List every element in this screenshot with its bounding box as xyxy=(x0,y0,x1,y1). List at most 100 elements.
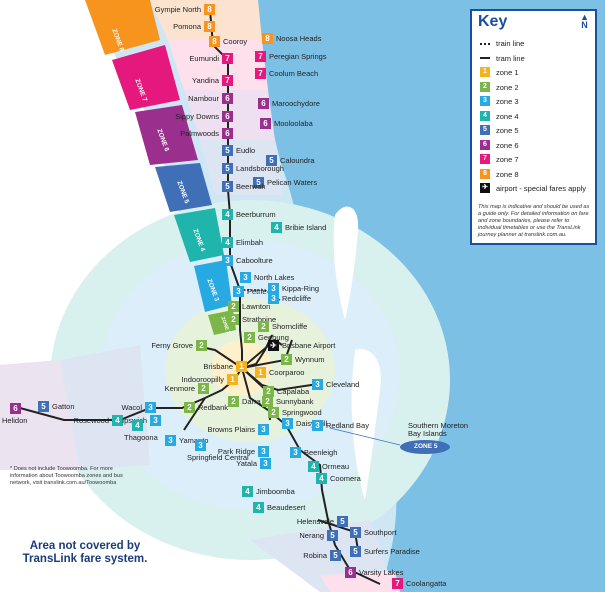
station-label-thagoona: Thagoona xyxy=(124,433,158,442)
zone-badge-coolangatta: 7 xyxy=(392,578,403,589)
zone-badge-sippy-downs: 6 xyxy=(222,111,233,122)
zone-badge-wacol: 3 xyxy=(145,402,156,413)
station-label-elimbah: Elimbah xyxy=(236,238,264,247)
station-label-coomera: Coomera xyxy=(330,474,361,483)
station-label-landsborough: Landsborough xyxy=(236,164,284,173)
station-label-surfers-paradise: Surfers Paradise xyxy=(364,547,420,556)
zone-badge-gatton: 5 xyxy=(38,401,49,412)
station-label-peregian-springs: Peregian Springs xyxy=(269,52,327,61)
north-arrow-icon: ▲N xyxy=(580,12,589,30)
station-label-southport: Southport xyxy=(364,528,397,537)
zone-6-ribbon xyxy=(135,105,198,165)
station-label-browns-plains: Browns Plains xyxy=(207,425,255,434)
station-label-gatton: Gatton xyxy=(52,402,75,411)
zone-badge-redbank: 2 xyxy=(184,402,195,413)
zone-badge-ipswich: 3 xyxy=(150,415,161,426)
zone-badge-helensvale: 5 xyxy=(337,516,348,527)
zone-badge-capalaba: 2 xyxy=(263,386,274,397)
key-item-label: zone 3 xyxy=(496,97,519,106)
zone-badge-surfers-paradise: 5 xyxy=(350,546,361,557)
zone-badge-beerburrum: 4 xyxy=(222,209,233,220)
station-label-darra: Darra xyxy=(242,397,261,406)
zone-swatch: 8 xyxy=(480,168,490,179)
station-label-brisbane: Brisbane xyxy=(203,362,233,371)
station-label-coorparoo: Coorparoo xyxy=(269,368,305,377)
station-label-cooroy: Cooroy xyxy=(223,37,248,46)
zone-6-west xyxy=(0,360,80,470)
zone-badge-landsborough: 5 xyxy=(222,163,233,174)
station-label-noosa-heads: Noosa Heads xyxy=(276,34,322,43)
zone-badge-indooroopilly: 1 xyxy=(227,374,238,385)
tram-line-symbol xyxy=(480,56,490,59)
zone-badge-cleveland: 3 xyxy=(312,379,323,390)
zone-badge-kippa-ring: 3 xyxy=(268,283,279,294)
zone-badge-springwood: 2 xyxy=(268,407,279,418)
airport-icon: ✈ xyxy=(480,183,490,193)
zone-badge-lawnton: 2 xyxy=(228,301,239,312)
key-item-label: zone 1 xyxy=(496,68,519,77)
zone-badge-cooroy: 8 xyxy=(209,36,220,47)
zone-badge-geebung: 2 xyxy=(244,332,255,343)
key-note: This map is indicative and should be use… xyxy=(478,204,590,238)
zone-7-south xyxy=(320,572,400,592)
zone-swatch: 3 xyxy=(480,96,490,106)
zone-badge-maroochydore: 6 xyxy=(258,98,269,109)
zone-badge-yamanto: 3 xyxy=(165,435,176,446)
zone-badge-thagoona: 4 xyxy=(132,420,143,431)
redcliffe-line xyxy=(240,289,281,301)
key-item-label: zone 7 xyxy=(496,155,519,164)
zone-badge-pelican-waters: 5 xyxy=(253,177,264,188)
zone-badge-sunnybank: 2 xyxy=(262,396,273,407)
station-label-brisbane-airport: Brisbane Airport xyxy=(282,341,336,350)
station-label-gympie-north: Gympie North xyxy=(154,5,201,14)
zone-badge-eudlo: 5 xyxy=(222,145,233,156)
zone-badge-brisbane: 1 xyxy=(236,361,247,372)
zone-badge-nambour: 6 xyxy=(222,93,233,104)
station-label-jimboomba: Jimboomba xyxy=(256,487,295,496)
station-label-eumundi: Eumundi xyxy=(189,54,219,63)
station-label-rosewood: Rosewood xyxy=(73,416,109,425)
station-label-cleveland: Cleveland xyxy=(326,380,360,389)
station-label-indooroopilly: Indooroopilly xyxy=(181,375,224,384)
zone-badge-brisbane-airport: ✈ xyxy=(268,340,279,351)
north-stradbroke-island xyxy=(351,349,381,500)
zone-swatch: 4 xyxy=(480,110,490,121)
station-label-wacol: Wacol xyxy=(121,403,142,412)
station-label-sippy-downs: Sippy Downs xyxy=(175,112,219,121)
zone-badge-caboolture: 3 xyxy=(222,255,233,266)
station-label-caloundra: Caloundra xyxy=(280,156,315,165)
islands-pointer xyxy=(329,427,401,446)
station-label-mooloolaba: Mooloolaba xyxy=(274,119,313,128)
station-label-varsity-lakes: Varsity Lakes xyxy=(359,568,404,577)
station-label-wynnum: Wynnum xyxy=(295,355,325,364)
key-item-label: zone 4 xyxy=(496,111,519,121)
zone-swatch: 6 xyxy=(480,139,490,150)
station-label-pelican-waters: Pelican Waters xyxy=(267,178,318,187)
station-label-pomona: Pomona xyxy=(173,22,201,31)
zone-badge-nerang: 5 xyxy=(327,530,338,541)
zone-badge-palmwoods: 6 xyxy=(222,128,233,139)
station-label-robina: Robina xyxy=(303,551,327,560)
zone-badge-southport: 5 xyxy=(350,527,361,538)
zone-8-ribbon xyxy=(85,0,160,55)
key-item-label: tram line xyxy=(496,53,525,63)
zone-swatch: 5 xyxy=(480,125,490,135)
zone-7-band xyxy=(168,40,268,90)
key-item-label: zone 6 xyxy=(496,140,519,150)
station-label-nambour: Nambour xyxy=(188,94,219,103)
zone-badge-petrie: 3 xyxy=(233,286,244,297)
station-label-palmwoods: Palmwoods xyxy=(180,129,219,138)
zone-8-band xyxy=(150,0,262,40)
islands-zone-tag: ZONE 5 xyxy=(414,443,438,450)
station-label-strathpine: Strathpine xyxy=(242,315,277,324)
station-label-yatala: Yatala xyxy=(236,459,257,468)
zone-badge-varsity-lakes: 6 xyxy=(345,567,356,578)
zone-swatch: 1 xyxy=(480,67,490,77)
station-label-eudlo: Eudlo xyxy=(236,146,256,155)
station-label-maroochydore: Maroochydore xyxy=(272,99,320,108)
zone-badge-coorparoo: 1 xyxy=(255,367,266,378)
zone-badge-beenleigh: 3 xyxy=(290,447,301,458)
station-label-beaudesert: Beaudesert xyxy=(267,503,306,512)
key-item-label: zone 8 xyxy=(496,169,519,179)
